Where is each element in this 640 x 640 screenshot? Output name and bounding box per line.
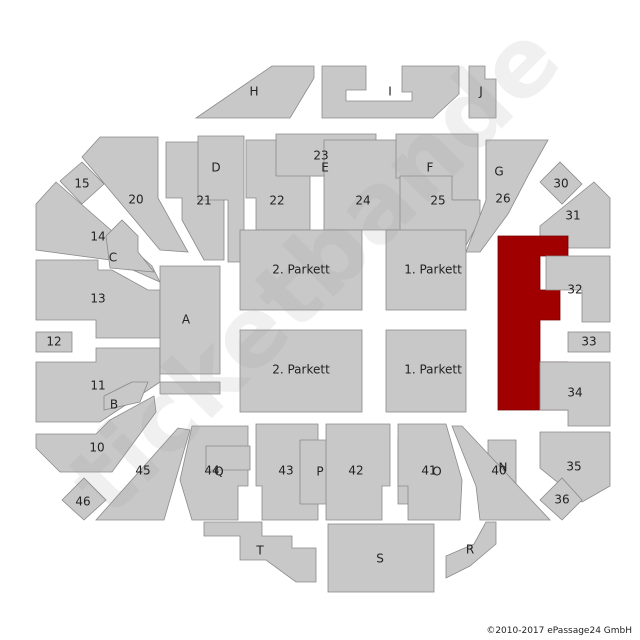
section-2-parkett-top[interactable] xyxy=(239,229,363,311)
section-34[interactable] xyxy=(539,361,611,427)
section-36[interactable] xyxy=(539,477,583,521)
label-i: I xyxy=(388,85,392,99)
section-12[interactable] xyxy=(35,331,73,353)
section-q[interactable] xyxy=(205,445,251,471)
section-a-bar[interactable] xyxy=(159,381,221,395)
section-35[interactable] xyxy=(539,431,611,503)
section-h[interactable] xyxy=(194,65,315,119)
section-15[interactable] xyxy=(59,161,105,205)
section-1-parkett-bottom[interactable] xyxy=(385,329,467,413)
section-a[interactable] xyxy=(159,265,221,375)
section-j[interactable] xyxy=(468,65,497,119)
section-c[interactable] xyxy=(105,219,155,273)
section-r[interactable] xyxy=(445,521,497,579)
section-t[interactable] xyxy=(203,521,317,583)
section-40[interactable] xyxy=(451,425,551,521)
section-b[interactable] xyxy=(103,381,149,411)
section-2-parkett-bottom[interactable] xyxy=(239,329,363,413)
section-26[interactable] xyxy=(465,139,549,253)
section-d[interactable] xyxy=(197,135,245,263)
section-42[interactable] xyxy=(325,423,391,521)
section-i[interactable] xyxy=(321,65,460,119)
section-20[interactable] xyxy=(81,136,189,253)
section-1-parkett-top[interactable] xyxy=(385,229,467,311)
section-30[interactable] xyxy=(539,161,583,205)
section-41[interactable] xyxy=(397,423,463,521)
section-33[interactable] xyxy=(567,331,611,353)
section-32[interactable] xyxy=(545,255,611,323)
copyright-text: ©2010-2017 ePassage24 GmbH xyxy=(486,626,632,636)
section-46[interactable] xyxy=(61,477,107,521)
section-45[interactable] xyxy=(95,427,191,521)
section-10[interactable] xyxy=(35,395,157,473)
section-s[interactable] xyxy=(327,523,435,593)
